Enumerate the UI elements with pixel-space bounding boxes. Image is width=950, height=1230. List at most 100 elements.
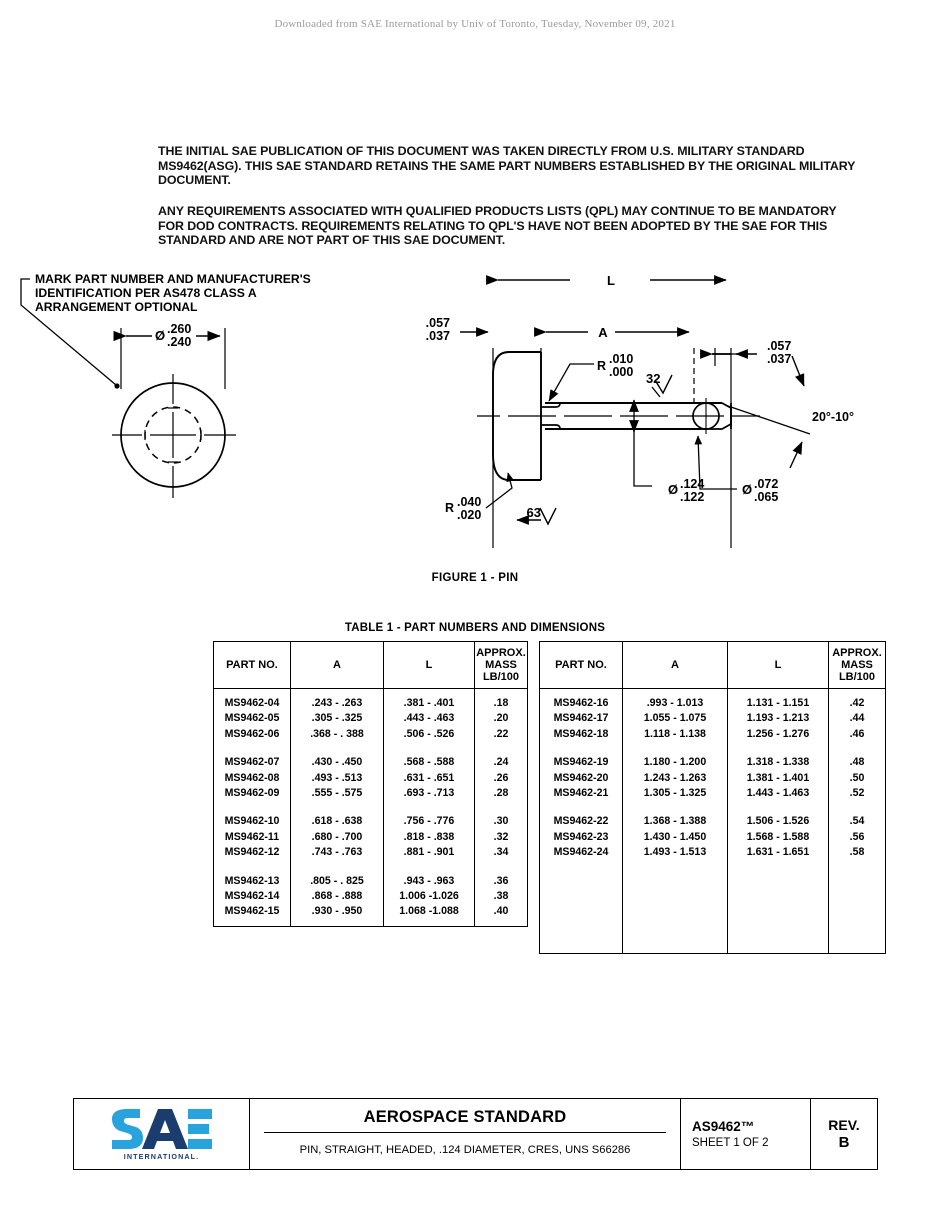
note-marking-line3: ARRANGEMENT OPTIONAL (35, 300, 198, 314)
cell-l: .506 - .526 (383, 726, 475, 743)
cell-part-no: MS9462-09 (213, 786, 291, 802)
dimensions-table-left: PART NO. A L APPROX. MASS LB/100 MS9462-… (213, 641, 528, 927)
leader-radius-040 (485, 472, 514, 509)
cell-part-no: MS9462-17 (539, 711, 623, 727)
cell-part-no: MS9462-10 (213, 814, 291, 830)
cell-l: 1.193 - 1.213 (727, 711, 829, 727)
table-row: MS9462-13.805 - . 825.943 - .963.36 (213, 873, 528, 890)
revision-label: REV. (828, 1117, 860, 1133)
table-header-row: PART NO. A L APPROX. MASS LB/100 (539, 641, 886, 689)
table-row: MS9462-04.243 - .263.381 - .401.18 (213, 688, 528, 712)
table-empty-row (539, 937, 886, 954)
cell-part-no: MS9462-21 (539, 786, 623, 802)
cell-a: 1.118 - 1.138 (622, 726, 728, 743)
cell-part-no: MS9462-24 (539, 845, 623, 861)
revision-value: B (838, 1134, 850, 1151)
cell-a: .493 - .513 (290, 770, 384, 787)
cell-a: 1.493 - 1.513 (622, 845, 728, 861)
radius-010-upper: .010 (609, 352, 633, 366)
head-dia-lower: .240 (167, 335, 191, 349)
note-marking-line1: MARK PART NUMBER AND MANUFACTURER'S (35, 272, 311, 286)
col-header-a: A (622, 641, 728, 689)
dimension-L (486, 275, 732, 548)
cell-a: .743 - .763 (290, 845, 384, 861)
table-spacer-row (213, 801, 528, 815)
table-empty-row (539, 906, 886, 923)
table-empty-row (539, 876, 886, 892)
cell-l: .881 - .901 (383, 845, 475, 861)
hole-dia-lower: .065 (754, 490, 778, 504)
download-banner: Downloaded from SAE International by Uni… (274, 18, 676, 30)
cell-l: 1.318 - 1.338 (727, 755, 829, 771)
cell-l: 1.381 - 1.401 (727, 770, 829, 787)
table-row: MS9462-07.430 - .450.568 - .588.24 (213, 755, 528, 771)
col-header-mass-line2: MASS (485, 659, 517, 671)
table-row: MS9462-12.743 - .763.881 - .901.34 (213, 845, 528, 861)
cell-part-no: MS9462-06 (213, 726, 291, 743)
cell-part-no: MS9462-12 (213, 845, 291, 861)
head-thk-lower: .037 (426, 329, 450, 343)
cell-part-no: MS9462-11 (213, 829, 291, 846)
cell-mass: .22 (474, 726, 528, 743)
sheet-number: SHEET 1 OF 2 (692, 1136, 769, 1149)
cell-part-no: MS9462-05 (213, 711, 291, 727)
cell-l: .693 - .713 (383, 786, 475, 802)
finish-32-symbol (651, 374, 673, 398)
col-header-l: L (727, 641, 829, 689)
dimension-end-thickness (700, 348, 757, 366)
cell-a: 1.180 - 1.200 (622, 755, 728, 771)
head-thk-upper: .057 (426, 316, 450, 330)
cell-mass: .20 (474, 711, 528, 727)
cell-l: 1.506 - 1.526 (727, 814, 829, 830)
col-header-mass: APPROX. MASS LB/100 (474, 641, 528, 689)
sae-logo: INTERNATIONAL. (110, 1107, 214, 1161)
cell-a: 1.368 - 1.388 (622, 814, 728, 830)
table-empty-row (539, 891, 886, 907)
title-block: INTERNATIONAL. AEROSPACE STANDARD PIN, S… (73, 1098, 878, 1170)
diameter-symbol-head: Ø (155, 328, 165, 343)
cell-l: .818 - .838 (383, 829, 475, 846)
end-thk-upper: .057 (767, 339, 791, 353)
radius-010-label: R (597, 359, 606, 373)
table-empty-row (539, 860, 886, 877)
cell-mass: .46 (828, 726, 886, 743)
cell-mass: .42 (828, 688, 886, 712)
table-row: MS9462-09.555 - .575.693 - .713.28 (213, 786, 528, 802)
cell-l: 1.568 - 1.588 (727, 829, 829, 846)
cell-mass: .28 (474, 786, 528, 802)
cell-l: .943 - .963 (383, 873, 475, 890)
cell-mass: .40 (474, 904, 528, 927)
cell-part-no: MS9462-22 (539, 814, 623, 830)
cell-mass: .24 (474, 755, 528, 771)
cell-mass: .54 (828, 814, 886, 830)
col-header-mass-line2: MASS (841, 659, 873, 671)
sae-logo-icon (111, 1109, 212, 1149)
engineering-drawing-figure-1: MARK PART NUMBER AND MANUFACTURER'S IDEN… (0, 258, 950, 578)
dim-L-label: L (607, 273, 615, 288)
table-row: MS9462-08.493 - .513.631 - .651.26 (213, 770, 528, 787)
table-spacer-row (539, 742, 886, 756)
leader-radius-010 (548, 363, 594, 402)
cell-mass: .36 (474, 873, 528, 890)
cell-part-no: MS9462-14 (213, 889, 291, 905)
cell-l: .568 - .588 (383, 755, 475, 771)
cell-l: .756 - .776 (383, 814, 475, 830)
end-thk-lower: .037 (767, 352, 791, 366)
cell-a: 1.243 - 1.263 (622, 770, 728, 787)
cell-l: 1.631 - 1.651 (727, 845, 829, 861)
cell-mass: .50 (828, 770, 886, 787)
revision-cell: REV. B (811, 1099, 877, 1169)
chamfer-angle-leaders (727, 355, 811, 469)
cell-mass: .38 (474, 889, 528, 905)
cell-mass: .18 (474, 688, 528, 712)
cell-a: .430 - .450 (290, 755, 384, 771)
cell-l: .443 - .463 (383, 711, 475, 727)
